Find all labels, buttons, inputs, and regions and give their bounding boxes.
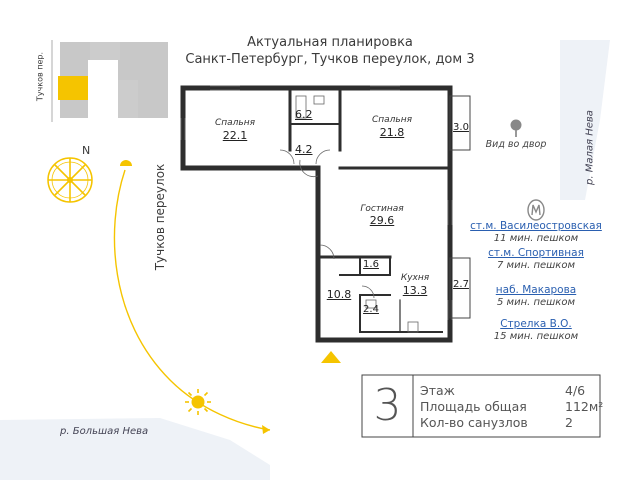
room-area-bedroom1: 22.1: [222, 129, 248, 142]
balcony-shape: [449, 95, 471, 151]
lane-label: Тучков пер.: [35, 51, 45, 102]
river-malaya-nevа-shape: [560, 40, 610, 200]
sun-path-arc: [113, 169, 271, 431]
nearby-time-1: 11 мин. пешком: [493, 233, 579, 244]
room-area-kitchen: 13.3: [402, 284, 428, 297]
view-pin-icon: [510, 119, 522, 137]
street-label: Тучков переулок: [153, 163, 167, 271]
river-bolshaya-label: р. Большая Нева: [60, 426, 149, 437]
room-area-bedroom2: 21.8: [379, 126, 405, 139]
info-label-bathrooms: Кол-во санузлов: [420, 415, 528, 430]
nearby-time-2: 7 мин. пешком: [496, 260, 576, 271]
nearby-place-1[interactable]: ст.м. Василеостровская: [470, 220, 602, 232]
loggia-shape: [449, 257, 471, 319]
title-line-1: Актуальная планировка: [247, 35, 413, 50]
river-malaya-label: р. Малая Нева: [584, 110, 596, 185]
page-title: Актуальная планировка Санкт-Петербург, Т…: [160, 34, 500, 68]
room-area-small: 2.4: [363, 304, 379, 315]
room-name-bedroom1: Спальня: [214, 118, 256, 128]
info-value-area: 112м²: [565, 399, 604, 414]
room-area-corridor: 10.8: [326, 288, 352, 301]
river-bolshaya-neva-shape: [0, 418, 270, 480]
info-value-floor: 4/6: [565, 383, 586, 398]
room-name-living: Гостиная: [360, 204, 404, 214]
nearby-time-4: 15 мин. пешком: [493, 331, 579, 342]
room-area-hall: 4.2: [295, 143, 313, 156]
nearby-time-3: 5 мин. пешком: [496, 297, 576, 308]
room-area-living: 29.6: [369, 214, 395, 227]
metro-m-icon: [527, 199, 545, 221]
info-label-floor: Этаж: [420, 383, 455, 398]
room-area-bath: 6.2: [295, 108, 313, 121]
nearby-place-2[interactable]: ст.м. Спортивная: [488, 247, 584, 259]
info-label-area: Площадь общая: [420, 399, 527, 414]
title-line-2: Санкт-Петербург, Тучков переулок, дом 3: [185, 52, 475, 67]
room-area-loggia: 2.7: [453, 279, 469, 290]
rooms-count: 3: [373, 380, 402, 431]
sunrise-icon: [120, 160, 132, 166]
view-label: Вид во двор: [485, 139, 547, 150]
room-area-wc: 1.6: [363, 259, 379, 270]
room-name-bedroom2: Спальня: [371, 115, 413, 125]
sun-icon: [185, 389, 211, 415]
north-label: N: [82, 144, 91, 157]
info-value-bathrooms: 2: [565, 415, 573, 430]
info-box: [361, 374, 601, 438]
nearby-place-3: наб. Макарова: [495, 284, 577, 296]
room-area-balcony: 3.0: [453, 122, 469, 133]
room-name-kitchen: Кухня: [400, 273, 430, 283]
highlighted-section: [58, 76, 88, 100]
compass-icon: [47, 157, 93, 203]
nearby-place-4: Стрелка В.О.: [500, 318, 572, 330]
entrance-marker: [321, 351, 341, 363]
